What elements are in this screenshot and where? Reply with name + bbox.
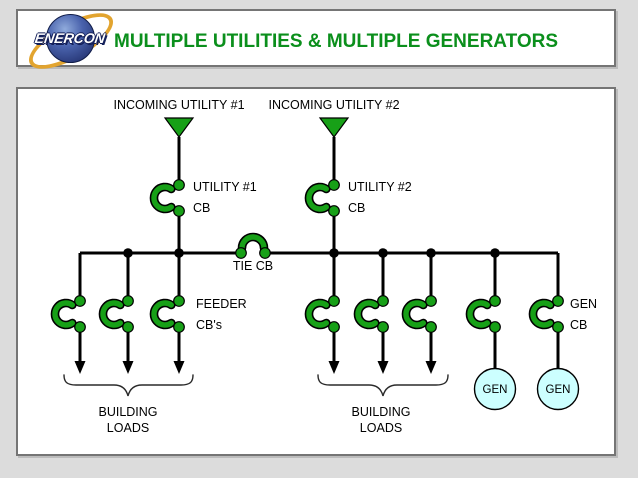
building-loads-right-line1: BUILDING xyxy=(351,405,411,419)
generator-1-circle xyxy=(473,367,517,411)
gen-cb-label: GEN CB xyxy=(570,294,597,335)
feeder-cb-symbol xyxy=(358,296,388,333)
feeder-cb-symbol xyxy=(55,296,85,333)
tie-cb-symbol xyxy=(235,232,271,259)
feeder-cb-symbol xyxy=(103,296,133,333)
tie-cb-label: TIE CB xyxy=(232,259,274,273)
load-arrowheads xyxy=(74,361,437,374)
incoming-utility-2-label: INCOMING UTILITY #2 xyxy=(268,98,400,112)
generator-2-circle xyxy=(536,367,580,411)
utility-2-cb-label-line2: CB xyxy=(348,200,366,215)
feeder-cb-symbol xyxy=(309,296,339,333)
feeder-cbs-label: FEEDER CB's xyxy=(196,294,247,335)
building-loads-left-line2: LOADS xyxy=(106,421,150,435)
feeder-cbs-label-line2: CB's xyxy=(196,317,223,332)
header-bar: ENERCON MULTIPLE UTILITIES & MULTIPLE GE… xyxy=(16,2,616,80)
utility-1-cb-symbol xyxy=(154,180,184,217)
diagram-panel xyxy=(16,87,616,456)
utility-1-cb-label-line1: UTILITY #1 xyxy=(193,180,257,194)
building-loads-brace-right xyxy=(317,374,449,397)
utility-2-cb-label-line1: UTILITY #2 xyxy=(348,180,412,194)
gen-cb-label-line1: GEN xyxy=(570,297,598,311)
utility-1-cb-label-line2: CB xyxy=(193,200,211,215)
utility-1-cb-label: UTILITY #1 CB xyxy=(193,177,257,218)
building-loads-brace-left xyxy=(63,374,194,397)
building-loads-right-label: BUILDING LOADS xyxy=(351,404,410,436)
feeder-cb-symbol xyxy=(406,296,436,333)
bus-junction-dots xyxy=(123,248,500,258)
building-loads-right-line2: LOADS xyxy=(359,421,403,435)
bus-and-feeder-lines xyxy=(78,137,560,369)
gen-2-cb-symbol xyxy=(533,296,563,333)
feeder-cb-symbol xyxy=(154,296,184,333)
gen-1-cb-symbol xyxy=(470,296,500,333)
generator-2-label: GEN xyxy=(545,384,571,396)
incoming-utility-1-label: INCOMING UTILITY #1 xyxy=(113,98,245,112)
slide-title: MULTIPLE UTILITIES & MULTIPLE GENERATORS xyxy=(114,31,559,52)
building-loads-left-label: BUILDING LOADS xyxy=(98,404,157,436)
gen-cb-label-line2: CB xyxy=(570,317,588,332)
enercon-logo: ENERCON xyxy=(21,2,121,80)
utility-2-cb-label: UTILITY #2 CB xyxy=(348,177,412,218)
logo-globe-icon xyxy=(46,14,95,63)
building-loads-left-line1: BUILDING xyxy=(98,405,158,419)
generator-1-label: GEN xyxy=(482,384,508,396)
utility-2-source-icon xyxy=(318,117,350,139)
utility-2-cb-symbol xyxy=(309,180,339,217)
utility-1-source-icon xyxy=(163,117,195,139)
feeder-cbs-label-line1: FEEDER xyxy=(196,297,247,311)
